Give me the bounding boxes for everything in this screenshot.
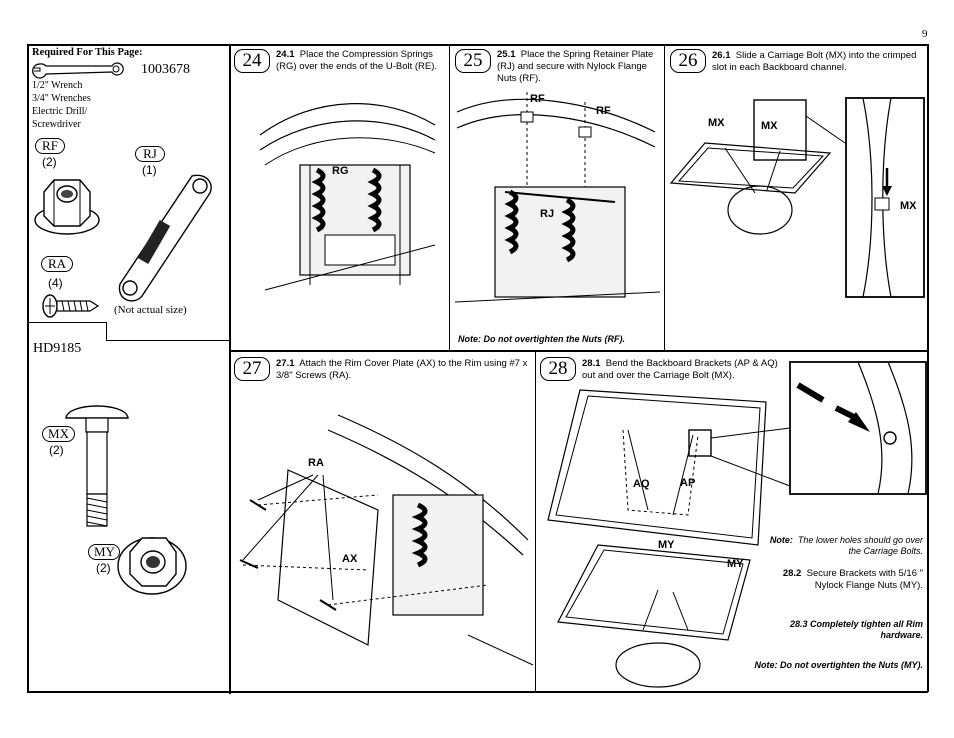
step-26-illustration	[669, 97, 925, 298]
step-27-text: 27.1 Attach the Rim Cover Plate (AX) to …	[276, 358, 532, 382]
step-26-callout-mx-1: MX	[708, 117, 725, 129]
step-25-sub: 25.1	[497, 49, 516, 60]
step-26-number: 26	[670, 49, 706, 73]
frame-bottom	[27, 691, 928, 693]
step-28-text-2: 28.2 Secure Brackets with 5/16 " Nylock …	[760, 568, 923, 592]
step-28-callout-my-2: MY	[727, 558, 744, 570]
divider-required-box-3	[106, 340, 230, 341]
frame-top	[27, 44, 928, 46]
step-26-callout-mx-3: MX	[900, 200, 917, 212]
step-28-note-1: Note: The lower holes should go over the…	[760, 535, 923, 557]
step-28-sub-2: 28.2	[782, 568, 802, 579]
step-27-desc: Attach the Rim Cover Plate (AX) to the R…	[276, 358, 528, 381]
retainer-plate-rj-icon	[118, 174, 212, 302]
wrench-icon	[32, 62, 124, 79]
step-28-number: 28	[540, 357, 576, 381]
part-label-rj: RJ	[135, 146, 165, 162]
step-27-callout-ax: AX	[342, 553, 358, 565]
step-25-number: 25	[455, 49, 491, 73]
tool-4: Screwdriver	[32, 119, 81, 130]
step-28-callout-ap: AP	[680, 477, 696, 489]
step-28-callout-my-1: MY	[658, 539, 675, 551]
step-28-sub: 28.1	[582, 358, 601, 369]
part-label-rf: RF	[35, 138, 65, 154]
step-24-illustration	[259, 103, 436, 291]
step-28-note-2: Note: Do not overtighten the Nuts (MY).	[754, 660, 924, 670]
step-25-text: 25.1 Place the Spring Retainer Plate (RJ…	[497, 49, 661, 85]
part-qty-rf: (2)	[42, 155, 57, 169]
step-24-sub: 24.1	[276, 49, 295, 60]
step-25-callout-rf-2: RF	[596, 105, 611, 117]
step-27-illustration	[239, 414, 534, 666]
divider-24-25	[449, 44, 450, 350]
step-28-text: 28.1 Bend the Backboard Brackets (AP & A…	[582, 358, 784, 382]
step-25-desc: Place the Spring Retainer Plate (RJ) and…	[497, 49, 654, 84]
step-25-callout-rj: RJ	[540, 208, 555, 220]
part-label-ra: RA	[41, 256, 73, 272]
model-number: HD9185	[33, 341, 82, 356]
step-28-illustration	[547, 361, 927, 688]
step-26-callout-mx-2: MX	[761, 120, 778, 132]
tool-3: Electric Drill/	[32, 106, 88, 117]
step-24-desc: Place the Compression Springs (RG) over …	[276, 49, 438, 72]
step-27-number: 27	[234, 357, 270, 381]
part-qty-rj: (1)	[142, 163, 157, 177]
step-27-sub: 27.1	[276, 358, 295, 369]
screw-ra-icon	[42, 294, 100, 318]
step-26-desc: Slide a Carriage Bolt (MX) into the crim…	[712, 50, 917, 73]
required-title: Required For This Page:	[32, 47, 143, 58]
divider-required-box	[27, 322, 107, 323]
frame-left	[27, 44, 29, 692]
step-26-sub: 26.1	[712, 50, 731, 61]
divider-27-28	[535, 350, 536, 692]
frame-right	[927, 44, 929, 692]
step-28-desc: Bend the Backboard Brackets (AP & AQ) ou…	[582, 358, 778, 381]
divider-required-box-2	[106, 322, 107, 340]
not-actual-size: (Not actual size)	[114, 304, 187, 316]
part-qty-ra: (4)	[48, 276, 63, 290]
page-number: 9	[922, 28, 928, 40]
tool-2: 3/4" Wrenches	[32, 93, 91, 104]
flange-nut-rf-icon	[34, 179, 100, 235]
step-28-text-3: 28.3 Completely tighten all Rim hardware…	[789, 619, 923, 640]
step-28-callout-aq: AQ	[633, 478, 650, 490]
step-25-illustration	[454, 92, 661, 303]
part-number: 1003678	[141, 62, 190, 77]
divider-middle-row	[229, 350, 928, 352]
step-27-callout-ra: RA	[308, 457, 324, 469]
part-label-mx: MX	[42, 426, 75, 442]
step-28-desc-2: Secure Brackets with 5/16 " Nylock Flang…	[806, 568, 923, 591]
part-qty-my: (2)	[96, 561, 111, 575]
step-24-number: 24	[234, 49, 270, 73]
part-label-my: MY	[88, 544, 120, 560]
part-qty-mx: (2)	[49, 443, 64, 457]
tool-1: 1/2" Wrench	[32, 80, 83, 91]
step-28-note-1-label: Note:	[769, 535, 793, 545]
step-26-text: 26.1 Slide a Carriage Bolt (MX) into the…	[712, 50, 924, 74]
step-24-text: 24.1 Place the Compression Springs (RG) …	[276, 49, 444, 73]
flange-nut-my-icon	[117, 537, 187, 595]
step-25-callout-rf-1: RF	[530, 93, 545, 105]
divider-25-26	[664, 44, 665, 350]
step-24-callout-rg: RG	[332, 165, 349, 177]
divider-left-column	[229, 44, 231, 694]
step-28-note-1-text: The lower holes should go over the Carri…	[797, 535, 923, 556]
carriage-bolt-mx-icon	[65, 405, 129, 527]
step-25-note: Note: Do not overtighten the Nuts (RF).	[458, 334, 625, 344]
